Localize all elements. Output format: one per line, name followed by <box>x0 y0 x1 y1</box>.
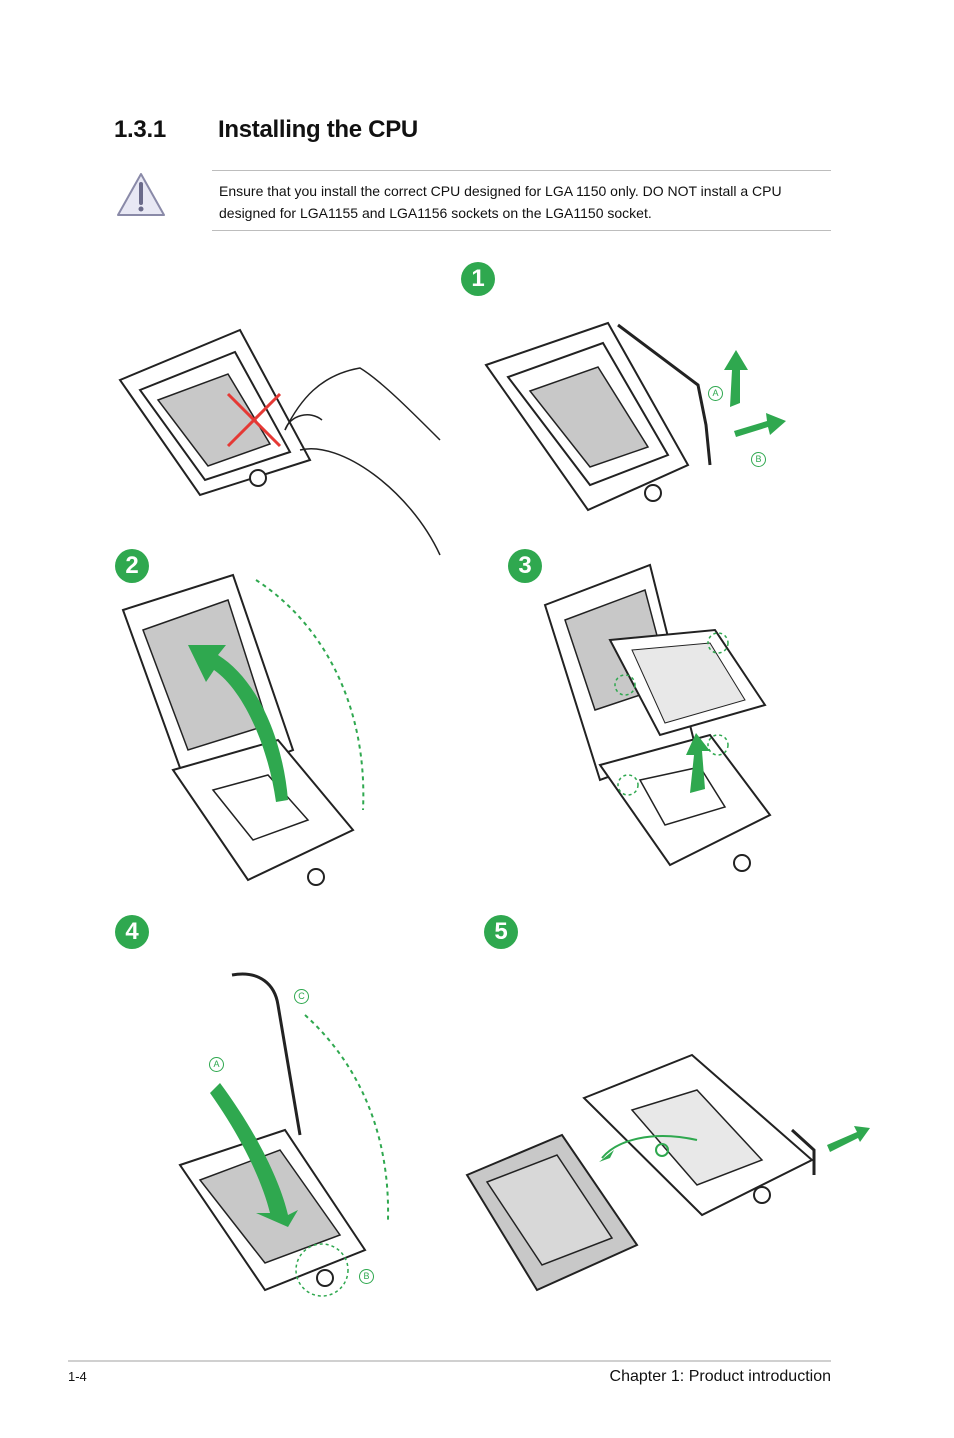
step1-sublabel-a: A <box>708 386 723 401</box>
step-badge-4: 4 <box>115 915 149 949</box>
note-bottom-rule <box>212 230 831 231</box>
warning-triangle-icon <box>114 170 168 225</box>
step4-close-plate-illustration <box>170 965 410 1310</box>
section-title: Installing the CPU <box>218 116 418 143</box>
section-heading: 1.3.1 Installing the CPU <box>114 116 418 144</box>
note-top-rule <box>212 170 831 171</box>
step-badge-3: 3 <box>508 549 542 583</box>
step-badge-2: 2 <box>115 549 149 583</box>
step-badge-5: 5 <box>484 915 518 949</box>
step-badge-1: 1 <box>461 262 495 296</box>
section-number: 1.3.1 <box>114 116 166 143</box>
step5-remove-cap-illustration <box>462 1050 882 1305</box>
socket-no-touch-illustration <box>110 320 470 565</box>
step4-sublabel-b: B <box>359 1269 374 1284</box>
step3-place-cpu-illustration <box>540 545 780 890</box>
step2-lift-plate-illustration <box>118 550 378 895</box>
chapter-title: Chapter 1: Product introduction <box>609 1368 831 1385</box>
warning-note-text: Ensure that you install the correct CPU … <box>219 183 782 221</box>
page-number: 1-4 <box>68 1369 87 1384</box>
step4-sublabel-c: C <box>294 989 309 1004</box>
step1-sublabel-b: B <box>751 452 766 467</box>
step4-sublabel-a: A <box>209 1057 224 1072</box>
footer-rule <box>68 1360 831 1362</box>
step1-unlock-lever-illustration <box>478 315 798 530</box>
